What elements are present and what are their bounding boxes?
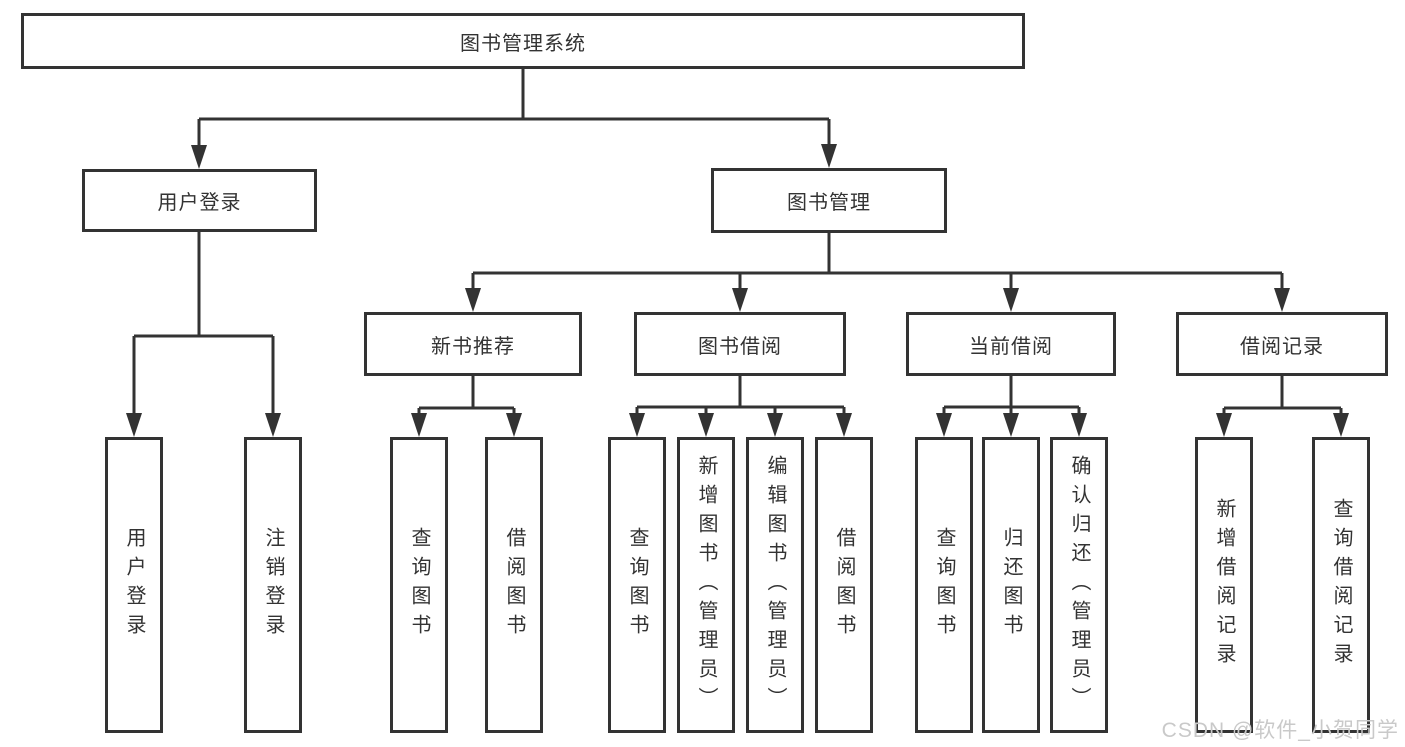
connector-root-to-level2 bbox=[197, 69, 831, 149]
node-root-library-system: 图书管理系统 bbox=[21, 13, 1025, 69]
leaf-query-books-borrow: 查询图书 bbox=[608, 437, 666, 733]
connector-user-login-children bbox=[132, 232, 275, 421]
node-label: 确认归还（管理员） bbox=[1068, 454, 1090, 716]
node-borrow-records: 借阅记录 bbox=[1176, 312, 1388, 376]
node-label: 当前借阅 bbox=[969, 335, 1053, 358]
node-label: 图书管理 bbox=[787, 192, 871, 214]
node-label: 新增图书（管理员） bbox=[695, 454, 717, 716]
node-label: 图书借阅 bbox=[698, 335, 782, 358]
node-user-login: 用户登录 bbox=[82, 169, 317, 232]
arrowheads-leaves bbox=[126, 413, 1349, 437]
leaf-borrow-books-recommend: 借阅图书 bbox=[485, 437, 543, 733]
node-label: 编辑图书（管理员） bbox=[764, 454, 786, 716]
leaf-logout: 注销登录 bbox=[244, 437, 302, 733]
node-label: 借阅图书 bbox=[833, 527, 855, 643]
node-label: 注销登录 bbox=[262, 527, 284, 643]
node-label: 新增借阅记录 bbox=[1213, 498, 1235, 672]
leaf-query-books-recommend: 查询图书 bbox=[390, 437, 448, 733]
node-book-borrow: 图书借阅 bbox=[634, 312, 846, 376]
connector-borrow-record-children bbox=[1222, 376, 1343, 421]
node-label: 查询图书 bbox=[933, 527, 955, 643]
node-label: 查询图书 bbox=[626, 527, 648, 643]
leaf-return-books: 归还图书 bbox=[982, 437, 1040, 733]
node-label: 查询借阅记录 bbox=[1330, 498, 1352, 672]
node-new-book-recommend: 新书推荐 bbox=[364, 312, 582, 376]
leaf-add-books-admin: 新增图书（管理员） bbox=[677, 437, 735, 733]
connector-new-book-children bbox=[417, 376, 516, 421]
csdn-watermark: CSDN @软件_小贺同学 bbox=[1161, 719, 1399, 742]
node-label: 用户登录 bbox=[123, 527, 145, 643]
leaf-edit-books-admin: 编辑图书（管理员） bbox=[746, 437, 804, 733]
node-book-management: 图书管理 bbox=[711, 168, 947, 233]
arrowheads-level3 bbox=[465, 288, 1290, 312]
arrowheads-level2 bbox=[191, 144, 837, 169]
node-label: 查询图书 bbox=[408, 527, 430, 643]
node-label: 新书推荐 bbox=[431, 335, 515, 358]
leaf-add-borrow-record: 新增借阅记录 bbox=[1195, 437, 1253, 733]
node-label: 借阅记录 bbox=[1240, 335, 1324, 358]
node-label: 用户登录 bbox=[157, 192, 242, 214]
connector-book-borrow-children bbox=[635, 376, 846, 421]
node-label: 借阅图书 bbox=[503, 527, 525, 643]
connector-current-borrow-children bbox=[942, 376, 1081, 421]
node-label: 归还图书 bbox=[1000, 527, 1022, 643]
node-label: 图书管理系统 bbox=[460, 32, 586, 55]
leaf-user-login: 用户登录 bbox=[105, 437, 163, 733]
leaf-query-books-current: 查询图书 bbox=[915, 437, 973, 733]
connector-book-management-to-level3 bbox=[471, 233, 1284, 296]
node-current-borrow: 当前借阅 bbox=[906, 312, 1116, 376]
leaf-query-borrow-record: 查询借阅记录 bbox=[1312, 437, 1370, 733]
leaf-borrow-books: 借阅图书 bbox=[815, 437, 873, 733]
leaf-confirm-return-admin: 确认归还（管理员） bbox=[1050, 437, 1108, 733]
